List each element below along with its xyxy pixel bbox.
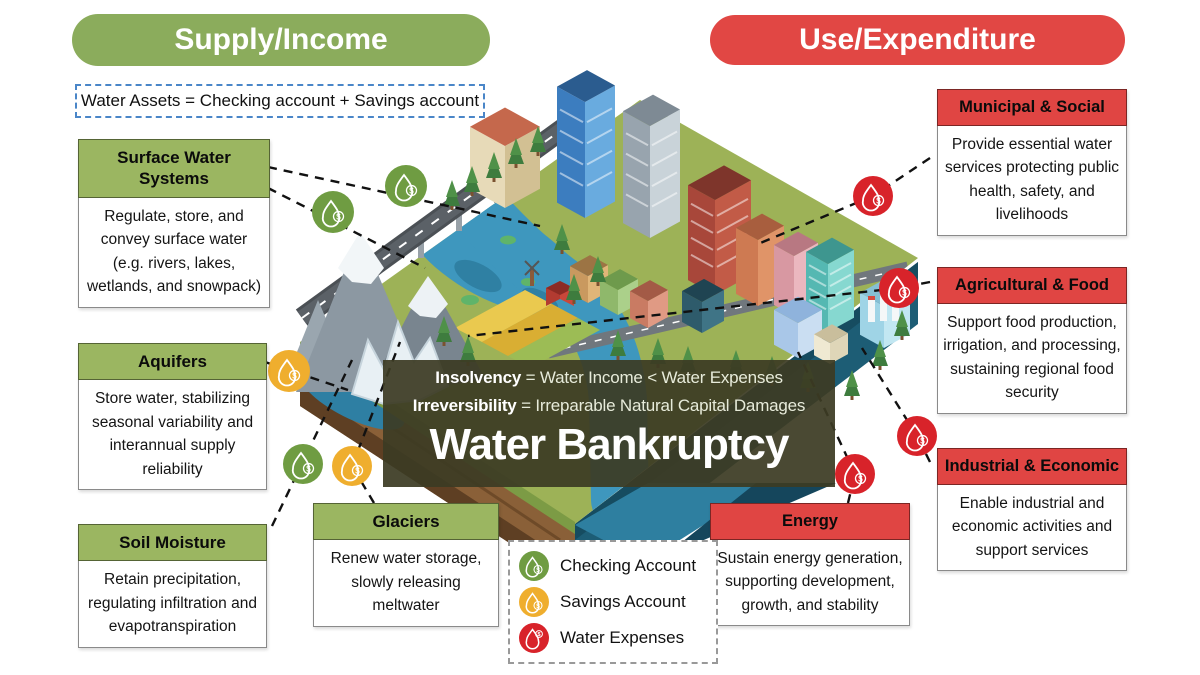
checking-account-droplet-icon: $ (519, 551, 549, 581)
legend-label: Checking Account (560, 556, 697, 575)
checking-account-badge (312, 191, 354, 233)
box-title: Surface Water Systems (78, 139, 270, 198)
supply-income-pill: Supply/Income (72, 14, 490, 66)
use-box-agricultural-food: Agricultural & Food Support food product… (937, 267, 1127, 414)
water-bankruptcy-banner: Insolvency = Water Income < Water Expens… (383, 360, 835, 487)
water-expenses-badge (879, 268, 919, 308)
box-title: Agricultural & Food (937, 267, 1127, 304)
use-expenditure-pill: Use/Expenditure (710, 15, 1125, 65)
water-expenses-droplet-icon: $ (519, 623, 549, 653)
svg-text:$: $ (536, 567, 540, 574)
supply-box-glaciers: Glaciers Renew water storage, slowly rel… (313, 503, 499, 627)
checking-account-badge (283, 444, 323, 484)
savings-account-droplet-icon: $ (519, 587, 549, 617)
water-expenses-badge (897, 416, 937, 456)
savings-account-badge (268, 350, 310, 392)
box-title: Industrial & Economic (937, 448, 1127, 485)
legend: $ Checking Account $ Savings Account $ W… (508, 540, 718, 664)
use-box-industrial-economic: Industrial & Economic Enable industrial … (937, 448, 1127, 572)
use-box-municipal-social: Municipal & Social Provide essential wat… (937, 89, 1127, 236)
legend-label: Savings Account (560, 592, 686, 611)
box-title: Aquifers (78, 343, 267, 381)
box-description: Renew water storage, slowly releasing me… (330, 550, 482, 615)
svg-text:$: $ (537, 632, 540, 638)
water-assets-formula: Water Assets = Checking account + Saving… (75, 84, 485, 118)
checking-account-badge (385, 165, 427, 207)
supply-box-soil-moisture: Soil Moisture Retain precipitation, regu… (78, 524, 267, 648)
legend-item-checking-account: $ Checking Account (518, 548, 708, 584)
savings-account-badge (332, 446, 372, 486)
box-description: Enable industrial and economic activitie… (951, 494, 1113, 559)
insolvency-line: Insolvency = Water Income < Water Expens… (435, 368, 783, 387)
supply-box-surface-water-systems: Surface Water Systems Regulate, store, a… (78, 139, 270, 308)
box-description: Retain precipitation, regulating infiltr… (88, 571, 257, 636)
svg-text:$: $ (536, 603, 540, 610)
legend-label: Water Expenses (560, 628, 685, 647)
supply-box-aquifers: Aquifers Store water, stabilizing season… (78, 343, 267, 491)
box-title: Municipal & Social (937, 89, 1127, 126)
box-description: Sustain energy generation, supporting de… (717, 549, 903, 614)
legend-item-savings-account: $ Savings Account (518, 584, 708, 620)
box-title: Glaciers (313, 503, 499, 541)
water-expenses-badge (835, 454, 875, 494)
box-description: Store water, stabilizing seasonal variab… (91, 390, 254, 478)
use-box-energy: Energy Sustain energy generation, suppor… (710, 503, 910, 627)
box-description: Regulate, store, and convey surface wate… (86, 207, 262, 296)
box-description: Support food production, irrigation, and… (943, 313, 1121, 402)
water-expenses-badge (853, 176, 893, 216)
irreversibility-line: Irreversibility = Irreparable Natural Ca… (412, 396, 806, 415)
box-title: Energy (710, 503, 910, 540)
water-bankruptcy-title: Water Bankruptcy (429, 420, 790, 469)
box-description: Provide essential water services protect… (944, 135, 1120, 224)
legend-item-water-expenses: $ Water Expenses (518, 620, 708, 656)
box-title: Soil Moisture (78, 524, 267, 562)
